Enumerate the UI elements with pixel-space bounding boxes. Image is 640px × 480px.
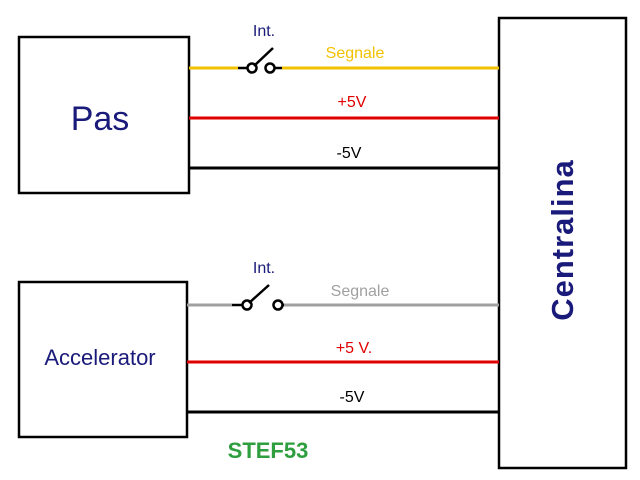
top-minus-label: -5V — [337, 145, 362, 162]
bottom-switch-icon — [232, 284, 284, 311]
top-switch-icon — [238, 47, 282, 74]
bottom-signal-label: Segnale — [331, 283, 390, 300]
bottom-minus-label: -5V — [340, 389, 365, 406]
bottom-switch-label: Int. — [253, 260, 275, 277]
top-signal-label: Segnale — [326, 45, 385, 62]
top-plus-label: +5V — [338, 94, 367, 111]
accelerator-label: Accelerator — [44, 345, 155, 370]
bottom-plus-label: +5 V. — [336, 340, 372, 357]
top-switch-label: Int. — [253, 23, 275, 40]
central-unit-label: Centralina — [545, 159, 580, 321]
pas-block — [17, 35, 191, 195]
accelerator-block — [17, 280, 189, 439]
signature-label: STEF53 — [228, 438, 309, 463]
pas-label: Pas — [71, 100, 130, 138]
central-unit-block — [497, 16, 628, 470]
